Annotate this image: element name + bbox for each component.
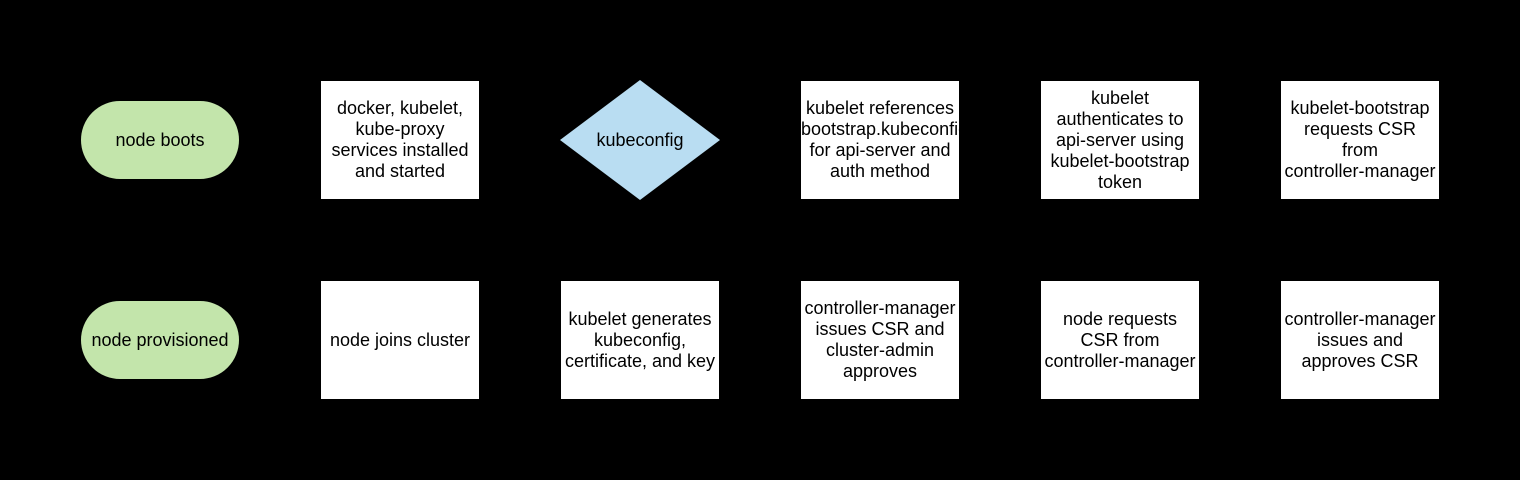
node-label: kubelet authenticates to api-server usin… [1050, 87, 1190, 192]
decision-kubeconfig-decision: kubeconfig [560, 80, 720, 200]
node-label: kubeconfig [596, 129, 684, 150]
node-label: kubelet-bootstrap requests CSR from cont… [1284, 98, 1436, 181]
process-services-installed: docker, kubelet, kube-proxy services ins… [320, 80, 480, 200]
process-kubelet-references-bootstrap-kubeconfig: kubelet references bootstrap.kubeconfig … [800, 80, 969, 200]
process-node-joins-cluster: node joins cluster [320, 280, 480, 400]
node-label: kubelet generates kubeconfig, certificat… [564, 308, 716, 371]
node-label: node boots [115, 129, 205, 150]
process-controller-manager-issues-approves-csr: controller-manager issues and approves C… [1280, 280, 1440, 400]
node-label: controller-manager issues CSR and cluste… [804, 298, 956, 381]
node-label: docker, kubelet, kube-proxy services ins… [331, 98, 469, 181]
terminator-node-boots: node boots [80, 100, 240, 180]
terminator-node-provisioned: node provisioned [80, 300, 240, 380]
node-label: kubelet references bootstrap.kubeconfig … [801, 98, 969, 181]
process-controller-manager-issues-csr-cluster-admin-approves: controller-manager issues CSR and cluste… [800, 280, 960, 400]
node-label: node provisioned [91, 329, 229, 350]
node-label: controller-manager issues and approves C… [1284, 308, 1436, 371]
node-label: node joins cluster [329, 329, 471, 350]
node-label: node requests CSR from controller-manage… [1044, 308, 1196, 371]
process-kubelet-authenticates: kubelet authenticates to api-server usin… [1040, 80, 1200, 200]
process-kubelet-bootstrap-requests-csr: kubelet-bootstrap requests CSR from cont… [1280, 80, 1440, 200]
process-kubelet-generates-kubeconfig: kubelet generates kubeconfig, certificat… [560, 280, 720, 400]
process-node-requests-csr: node requests CSR from controller-manage… [1040, 280, 1200, 400]
